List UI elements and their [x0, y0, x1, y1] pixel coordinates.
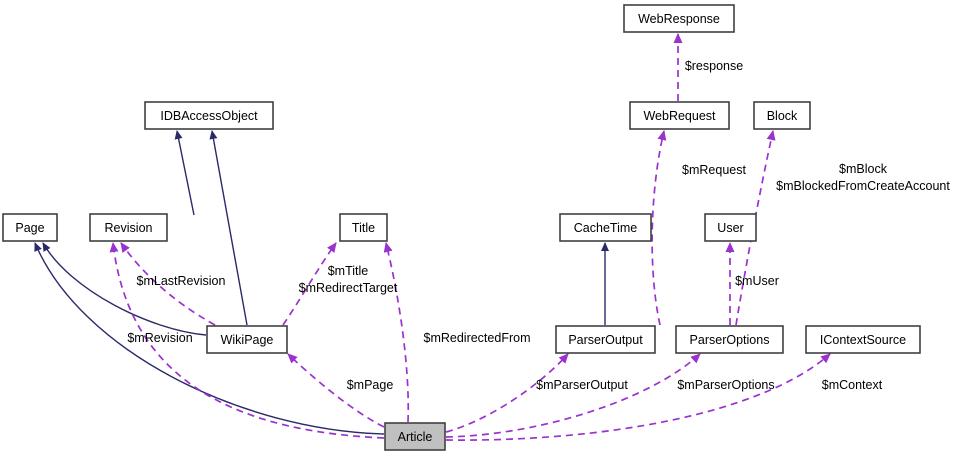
node-label-parseroutput: ParserOutput: [568, 333, 643, 347]
edge-e-wikipage-title: [282, 242, 337, 326]
node-icontextsource[interactable]: IContextSource: [805, 325, 921, 354]
edge-e-wikipage-revision: [120, 242, 216, 326]
node-label-article: Article: [398, 430, 433, 444]
edge-e-revision-idb: [174, 130, 195, 216]
edge-e-article-po: [445, 353, 569, 433]
node-box-block[interactable]: [753, 101, 811, 130]
node-label-page: Page: [15, 221, 44, 235]
node-box-webresponse[interactable]: [623, 4, 735, 33]
node-cachetime[interactable]: CacheTime: [559, 213, 652, 242]
edge-label-e-article-po: $mParserOutput: [536, 378, 628, 392]
node-label-block: Block: [767, 109, 798, 123]
edge-label-e-parseroptions-user: $mUser: [735, 274, 779, 288]
node-label-idbaccessobject: IDBAccessObject: [160, 109, 258, 123]
edge-label-e-article-popt: $mParserOptions: [677, 378, 774, 392]
node-wikipage[interactable]: WikiPage: [206, 325, 288, 354]
node-article[interactable]: Article: [384, 422, 446, 451]
node-block[interactable]: Block: [753, 101, 811, 130]
node-box-wikipage[interactable]: [206, 325, 288, 354]
node-box-article[interactable]: [384, 422, 446, 451]
node-box-parseroptions[interactable]: [675, 325, 784, 354]
node-box-parseroutput[interactable]: [555, 325, 656, 354]
edge-label-e-article-block: $mBlock$mBlockedFromCreateAccount: [776, 162, 950, 193]
node-box-icontextsource[interactable]: [805, 325, 921, 354]
edge-e-wikipage-idb: [209, 130, 248, 326]
node-label-icontextsource: IContextSource: [820, 333, 906, 347]
node-box-revision[interactable]: [89, 213, 168, 242]
node-webrequest[interactable]: WebRequest: [629, 101, 730, 130]
node-label-wikipage: WikiPage: [221, 333, 274, 347]
node-box-cachetime[interactable]: [559, 213, 652, 242]
node-label-user: User: [717, 221, 743, 235]
node-label-webresponse: WebResponse: [638, 12, 720, 26]
edge-e-article-page: [34, 242, 385, 435]
node-idbaccessobject[interactable]: IDBAccessObject: [144, 101, 274, 130]
node-webresponse[interactable]: WebResponse: [623, 4, 735, 33]
node-box-page[interactable]: [2, 213, 58, 242]
edge-label-e-article-ics: $mContext: [822, 378, 883, 392]
edge-label-e-article-title: $mRedirectedFrom: [424, 331, 531, 345]
edge-e-article-webrequest: [651, 130, 667, 326]
edge-e-article-ics: [445, 353, 831, 441]
node-user[interactable]: User: [704, 213, 757, 242]
node-parseroutput[interactable]: ParserOutput: [555, 325, 656, 354]
node-revision[interactable]: Revision: [89, 213, 168, 242]
node-box-title[interactable]: [339, 213, 388, 242]
edge-label-e-article-webrequest: $mRequest: [682, 163, 746, 177]
node-label-cachetime: CacheTime: [574, 221, 637, 235]
node-label-revision: Revision: [105, 221, 153, 235]
node-box-user[interactable]: [704, 213, 757, 242]
edge-e-wikipage-page: [42, 242, 207, 336]
edge-label-e-wikipage-title: $mTitle$mRedirectTarget: [299, 264, 398, 295]
edge-label-e-article-wikipage: $mPage: [347, 378, 394, 392]
edge-labels-layer: $mLastRevision $mRevision $mTitle$mRedirec…: [127, 59, 950, 392]
node-parseroptions[interactable]: ParserOptions: [675, 325, 784, 354]
node-box-idbaccessobject[interactable]: [144, 101, 274, 130]
node-label-title: Title: [352, 221, 375, 235]
edge-e-article-wikipage: [287, 353, 385, 428]
edge-e-article-title: [383, 242, 410, 423]
edge-label-e-webrequest-wr: $response: [685, 59, 743, 73]
node-title[interactable]: Title: [339, 213, 388, 242]
node-box-webrequest[interactable]: [629, 101, 730, 130]
edge-e-article-popt: [445, 353, 701, 438]
node-label-parseroptions: ParserOptions: [690, 333, 770, 347]
node-label-webrequest: WebRequest: [643, 109, 716, 123]
edge-label-e-wikipage-revision: $mLastRevision: [137, 274, 226, 288]
edge-e-article-revision: [109, 242, 385, 439]
node-page[interactable]: Page: [2, 213, 58, 242]
edge-label-e-article-revision: $mRevision: [127, 331, 192, 345]
